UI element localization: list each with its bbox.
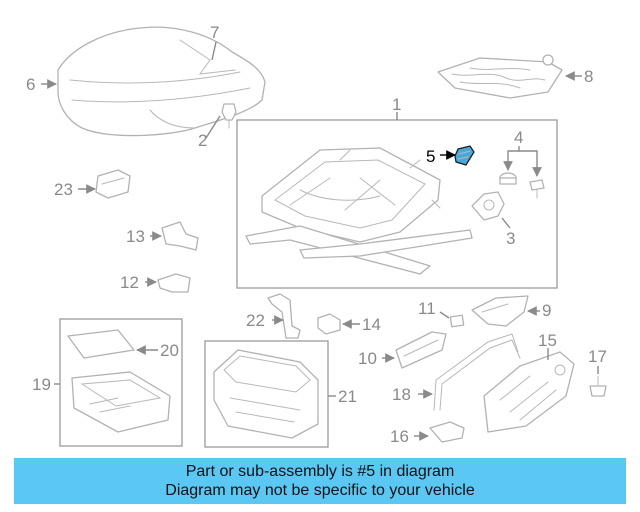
under-seat-box-group bbox=[204, 340, 329, 448]
storage-tray-19[interactable] bbox=[71, 371, 171, 433]
wire-18[interactable] bbox=[433, 333, 521, 411]
seat-cushion-cover[interactable] bbox=[57, 26, 266, 137]
callout-21: 21 bbox=[338, 387, 357, 406]
callout-1: 1 bbox=[392, 95, 401, 114]
callout-15: 15 bbox=[538, 331, 557, 350]
callout-20: 20 bbox=[160, 341, 179, 360]
trim-9[interactable] bbox=[471, 295, 529, 327]
callout-3: 3 bbox=[506, 229, 515, 248]
pad-11[interactable] bbox=[449, 314, 465, 328]
clip[interactable] bbox=[221, 103, 237, 129]
callout-16: 16 bbox=[390, 427, 409, 446]
seat-parts-diagram: 1 2 3 4 5 6 7 8 9 10 11 12 13 14 15 16 1… bbox=[26, 23, 607, 448]
bracket-12[interactable] bbox=[157, 273, 191, 293]
callout-19: 19 bbox=[32, 375, 51, 394]
banner-line-1: Part or sub-assembly is #5 in diagram bbox=[185, 463, 455, 480]
callout-4: 4 bbox=[514, 128, 523, 147]
callout-12: 12 bbox=[120, 273, 139, 292]
bracket-13[interactable] bbox=[161, 221, 199, 251]
callout-13: 13 bbox=[126, 227, 145, 246]
callout-8: 8 bbox=[584, 67, 593, 86]
cover-3[interactable] bbox=[471, 191, 505, 221]
storage-box-21[interactable] bbox=[213, 349, 319, 439]
callout-7: 7 bbox=[210, 23, 219, 42]
connector-23[interactable] bbox=[95, 169, 131, 199]
push-pin-17[interactable] bbox=[589, 375, 607, 397]
highlighted-part-5[interactable] bbox=[454, 145, 475, 166]
banner-line-2: Diagram may not be specific to your vehi… bbox=[165, 482, 475, 499]
handle-10[interactable] bbox=[395, 331, 447, 369]
seat-heater-pad[interactable] bbox=[437, 54, 563, 99]
callout-23: 23 bbox=[54, 180, 73, 199]
bracket-22[interactable] bbox=[267, 293, 301, 339]
clip-14[interactable] bbox=[317, 313, 341, 335]
mat-20[interactable] bbox=[67, 329, 135, 359]
info-banner: Part or sub-assembly is #5 in diagram Di… bbox=[14, 458, 626, 504]
storage-group-box bbox=[59, 318, 183, 447]
callout-6: 6 bbox=[26, 75, 35, 94]
callout-14: 14 bbox=[362, 315, 381, 334]
callout-17: 17 bbox=[588, 347, 607, 366]
callout-22: 22 bbox=[246, 311, 265, 330]
side-shield-15[interactable] bbox=[483, 351, 575, 433]
callout-2: 2 bbox=[198, 131, 207, 150]
callout-5: 5 bbox=[426, 147, 435, 166]
callout-11: 11 bbox=[418, 299, 436, 318]
nut-and-bolt[interactable] bbox=[499, 172, 545, 199]
callout-18: 18 bbox=[392, 385, 411, 404]
callout-9: 9 bbox=[542, 301, 551, 320]
seat-frame[interactable] bbox=[245, 147, 473, 275]
callout-10: 10 bbox=[358, 349, 377, 368]
clip-16[interactable] bbox=[429, 421, 465, 443]
